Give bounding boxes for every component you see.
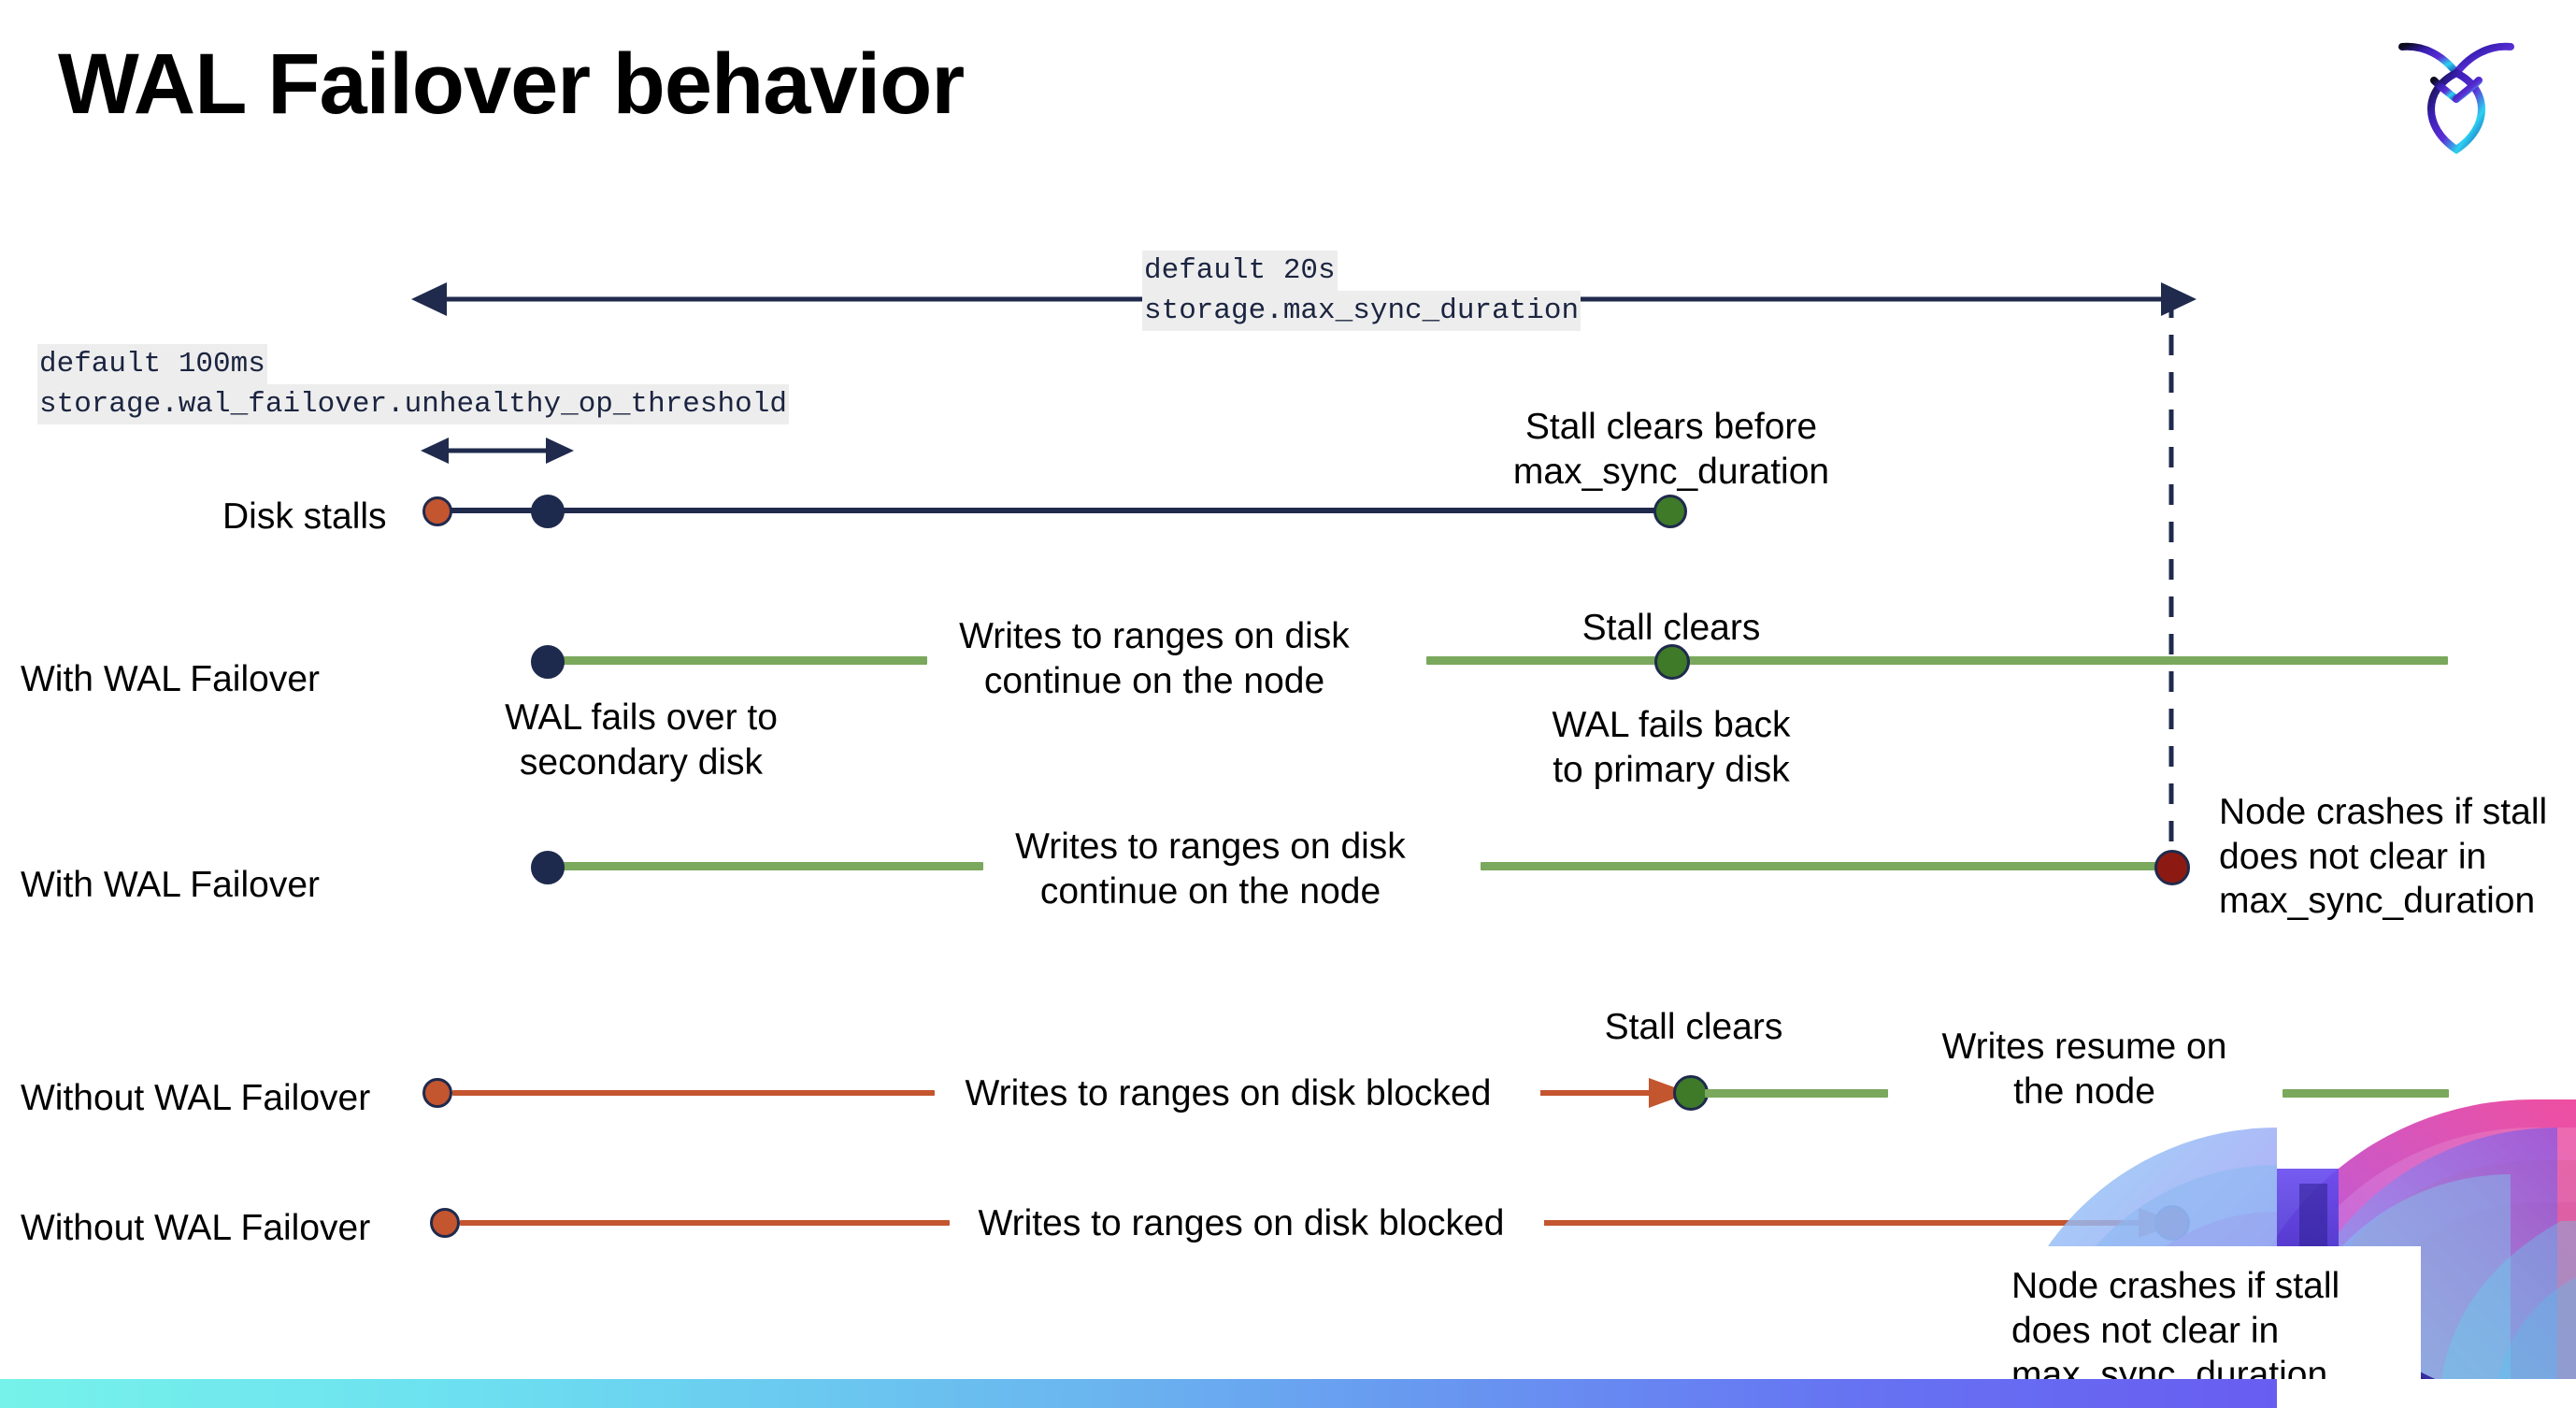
with-wal-failover-1-failover-marker <box>531 645 565 679</box>
without-wal-failover-2-blocked-arrow <box>1544 1205 2180 1241</box>
note-writes-resume: Writes resume on the node <box>1941 1027 2227 1112</box>
unhealthy-op-threshold-span-arrow <box>421 432 574 469</box>
with-wal-failover-2-track-right <box>1481 862 2174 870</box>
without-wal-failover-1-track-resumed-far <box>2283 1089 2449 1098</box>
note-writes-continue-2: Writes to ranges on disk continue on the… <box>1015 826 1406 912</box>
note-wal-fails-over: WAL fails over to secondary disk <box>505 697 778 783</box>
row-label-disk-stalls: Disk stalls <box>222 496 387 537</box>
without-wal-failover-1-start-marker <box>422 1078 452 1108</box>
without-wal-failover-2-crash-marker <box>2154 1205 2190 1241</box>
max-sync-setting-label: storage.max_sync_duration <box>1142 291 1581 331</box>
note-stall-clears-2: Stall clears <box>1604 1007 1783 1047</box>
note-stall-clears-before: Stall clears before max_sync_duration <box>1512 407 1830 492</box>
row-label-with-wal-failover-1: With WAL Failover <box>21 659 320 699</box>
disk-stalls-clear-marker <box>1653 495 1687 528</box>
with-wal-failover-1-track-right <box>1426 656 2448 665</box>
with-wal-failover-1-clear-marker <box>1654 644 1690 680</box>
row-label-with-wal-failover-2: With WAL Failover <box>21 865 320 905</box>
note-writes-blocked-1: Writes to ranges on disk blocked <box>965 1073 1492 1113</box>
max-sync-default-label: default 20s <box>1142 251 1338 291</box>
bottom-bar-white-mask <box>2277 1379 2576 1408</box>
with-wal-failover-2-crash-marker <box>2154 850 2190 885</box>
note-stall-clears-1: Stall clears <box>1581 608 1761 648</box>
cockroachdb-logo-icon <box>2382 22 2531 163</box>
without-wal-failover-1-clear-marker <box>1673 1075 1709 1111</box>
unhealthy-op-setting-label: storage.wal_failover.unhealthy_op_thresh… <box>37 384 789 424</box>
unhealthy-op-threshold-annotation: default 100ms storage.wal_failover.unhea… <box>37 344 789 424</box>
row-label-without-wal-failover-2: Without WAL Failover <box>21 1208 371 1248</box>
with-wal-failover-1-track-left <box>548 656 927 665</box>
without-wal-failover-1-track-resumed <box>1705 1089 1888 1098</box>
note-wal-fails-back: WAL fails back to primary disk <box>1552 705 1791 790</box>
note-node-crashes-2: Node crashes if stall does not clear in … <box>2011 1266 2340 1396</box>
note-writes-blocked-2: Writes to ranges on disk blocked <box>978 1203 1505 1243</box>
page-title: WAL Failover behavior <box>58 36 965 132</box>
writes-resume-backdrop <box>1925 1019 2243 1122</box>
without-wal-failover-1-blocked-arrow <box>1540 1075 1690 1111</box>
without-wal-failover-1-track-blocked <box>452 1090 935 1096</box>
without-wal-failover-2-start-marker <box>430 1208 460 1238</box>
with-wal-failover-2-track-left <box>548 862 983 870</box>
row-label-without-wal-failover-1: Without WAL Failover <box>21 1078 371 1118</box>
with-wal-failover-2-failover-marker <box>531 851 565 884</box>
disk-stalls-start-marker <box>422 496 452 526</box>
note-writes-continue-1: Writes to ranges on disk continue on the… <box>959 616 1350 701</box>
note-node-crashes-1: Node crashes if stall does not clear in … <box>2219 792 2548 922</box>
max-sync-duration-dashed-guide <box>2168 297 2174 877</box>
disk-stalls-failover-marker <box>531 495 565 528</box>
without-wal-failover-2-track-blocked-left <box>460 1220 950 1226</box>
unhealthy-op-default-label: default 100ms <box>37 344 267 384</box>
disk-stalls-track <box>437 508 1677 513</box>
max-sync-duration-annotation: default 20s storage.max_sync_duration <box>1142 251 1581 331</box>
bottom-gradient-bar <box>0 1379 2576 1408</box>
